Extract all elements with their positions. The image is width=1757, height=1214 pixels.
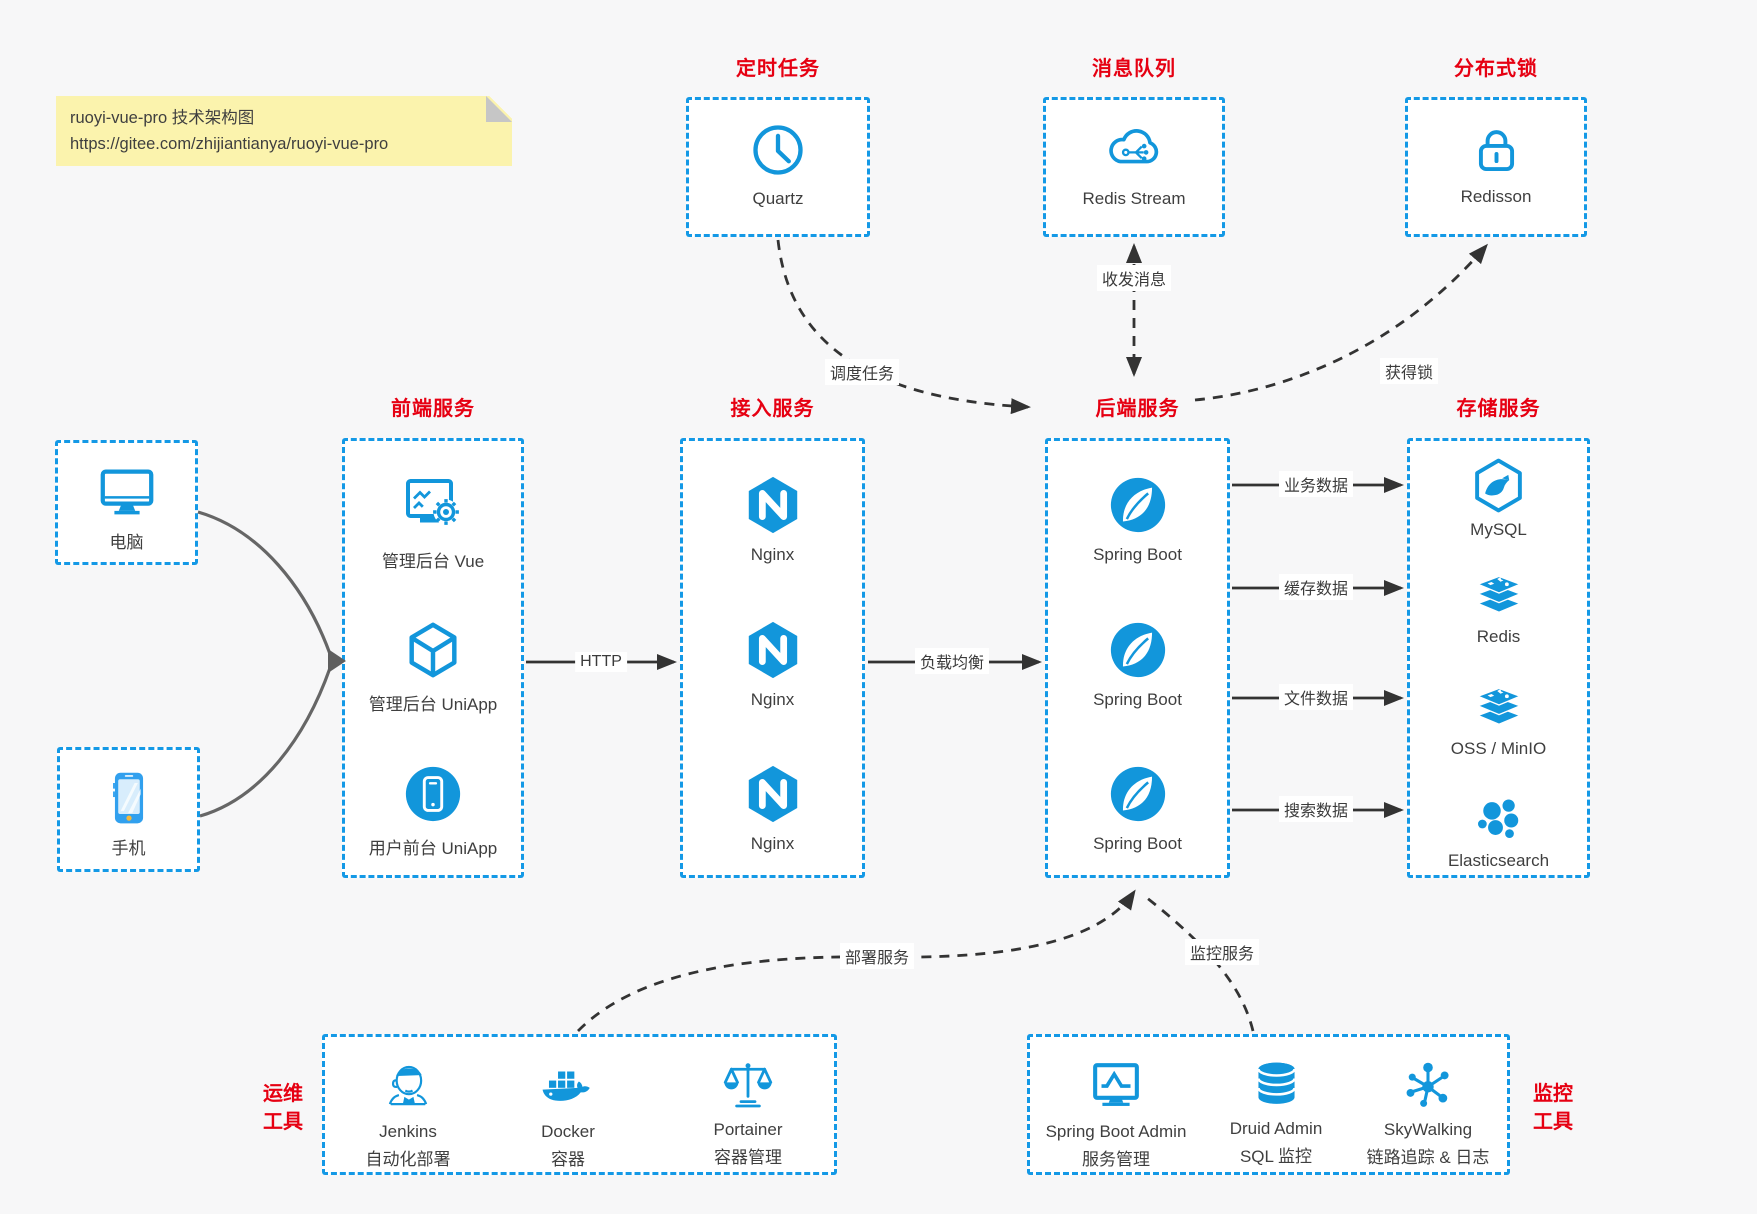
- user-uniapp-label: 用户前台 UniApp: [368, 839, 498, 858]
- portainer-desc: 容器管理: [714, 1148, 782, 1167]
- oss-minio-label: OSS / MinIO: [1450, 739, 1547, 758]
- skywalking-desc: 链路追踪 & 日志: [1366, 1148, 1490, 1167]
- mysql-icon: [1470, 457, 1527, 514]
- edge-label-file-data: 文件数据: [1278, 684, 1354, 710]
- skywalking-icon: [1400, 1057, 1456, 1113]
- spring-boot-admin-icon: [1087, 1057, 1145, 1115]
- redis-stream-label: Redis Stream: [1082, 189, 1186, 208]
- arrow-pc-to-frontend: [197, 510, 332, 655]
- note-fold-corner: [486, 96, 512, 122]
- gateway-services-box: Nginx Nginx Nginx: [680, 438, 865, 878]
- cloud-network-icon: [1103, 118, 1165, 180]
- druid-icon: [1249, 1057, 1304, 1112]
- monitoring-tools-box: Spring Boot Admin 服务管理 Druid Admin SQL 监…: [1027, 1034, 1510, 1175]
- arrow-mobile-to-frontend: [199, 667, 332, 818]
- edge-label-business-data: 业务数据: [1278, 471, 1354, 497]
- edge-label-monitor: 监控服务: [1184, 939, 1260, 965]
- ops-label-line1: 运维: [263, 1083, 303, 1105]
- group-title-scheduled-tasks: 定时任务: [736, 58, 820, 80]
- pc-client-box: 电脑: [55, 440, 198, 565]
- spring-boot-label-1: Spring Boot: [1093, 545, 1182, 564]
- redis-stream-box: Redis Stream: [1043, 97, 1225, 237]
- edge-label-acquire-lock: 获得锁: [1379, 358, 1439, 384]
- redis-label: Redis: [1476, 627, 1521, 646]
- mysql-label: MySQL: [1470, 520, 1527, 539]
- oss-minio-icon: [1471, 677, 1527, 733]
- group-title-message-queue: 消息队列: [1092, 58, 1176, 80]
- nginx-icon: [742, 619, 804, 681]
- jenkins-name: Jenkins: [379, 1122, 437, 1141]
- lock-icon: [1468, 121, 1525, 178]
- spring-icon: [1107, 619, 1169, 681]
- ops-tools-side-label: 运维 工具: [254, 1080, 312, 1136]
- nginx-label-3: Nginx: [750, 834, 795, 853]
- edge-label-load-balance: 负载均衡: [914, 648, 990, 674]
- column-title-backend: 后端服务: [1095, 398, 1180, 420]
- mobile-client-box: 手机: [57, 747, 200, 872]
- uniapp-cube-icon: [402, 619, 464, 681]
- spring-icon: [1107, 763, 1169, 825]
- frontend-services-box: 管理后台 Vue 管理后台 UniApp 用户前台 UniApp: [342, 438, 524, 878]
- redisson-label: Redisson: [1460, 187, 1532, 206]
- admin-uniapp-label: 管理后台 UniApp: [368, 695, 498, 714]
- redis-stack-icon: [1471, 565, 1527, 621]
- user-app-icon: [402, 763, 464, 825]
- column-title-frontend: 前端服务: [391, 398, 475, 420]
- clock-icon: [748, 120, 808, 180]
- ops-label-line2: 工具: [263, 1111, 303, 1133]
- note-title: ruoyi-vue-pro 技术架构图: [70, 109, 255, 127]
- edge-label-schedule: 调度任务: [824, 359, 900, 385]
- portainer-icon: [720, 1057, 776, 1113]
- docker-desc: 容器: [551, 1150, 585, 1169]
- spring-boot-label-3: Spring Boot: [1093, 834, 1182, 853]
- jenkins-icon: [379, 1057, 437, 1115]
- sticky-note: ruoyi-vue-pro 技术架构图 https://gitee.com/zh…: [56, 96, 512, 166]
- arrow-acquire-lock: [1194, 243, 1488, 402]
- elasticsearch-label: Elasticsearch: [1447, 851, 1550, 870]
- edge-label-message: 收发消息: [1096, 265, 1172, 291]
- druid-name: Druid Admin: [1229, 1119, 1323, 1138]
- nginx-label-2: Nginx: [750, 690, 795, 709]
- nginx-label-1: Nginx: [750, 545, 795, 564]
- mobile-label: 手机: [111, 839, 146, 858]
- smartphone-icon: [99, 768, 159, 828]
- monitoring-label-line2: 工具: [1533, 1111, 1573, 1133]
- column-title-gateway: 接入服务: [730, 398, 815, 420]
- docker-name: Docker: [541, 1122, 595, 1141]
- pc-label: 电脑: [109, 533, 144, 552]
- edge-label-search-data: 搜索数据: [1278, 796, 1354, 822]
- redisson-box: Redisson: [1405, 97, 1587, 237]
- elasticsearch-icon: [1471, 789, 1527, 845]
- jenkins-desc: 自动化部署: [365, 1150, 451, 1169]
- edge-label-cache-data: 缓存数据: [1278, 574, 1354, 600]
- nginx-icon: [742, 763, 804, 825]
- arrow-schedule-tasks: [776, 239, 1031, 415]
- spring-boot-admin-name: Spring Boot Admin: [1045, 1122, 1187, 1141]
- druid-desc: SQL 监控: [1239, 1147, 1313, 1166]
- edge-label-deploy: 部署服务: [839, 943, 915, 969]
- desktop-icon: [96, 461, 158, 523]
- docker-icon: [539, 1057, 597, 1115]
- quartz-label: Quartz: [752, 189, 804, 208]
- edge-label-http: HTTP: [575, 652, 627, 672]
- monitoring-label-line1: 监控: [1533, 1083, 1573, 1105]
- monitoring-tools-side-label: 监控 工具: [1524, 1080, 1582, 1136]
- note-url: https://gitee.com/zhijiantianya/ruoyi-vu…: [70, 135, 389, 153]
- column-title-storage: 存储服务: [1456, 398, 1541, 420]
- storage-services-box: MySQL Redis OSS / MinIO Elasticsearch: [1407, 438, 1590, 878]
- admin-vue-label: 管理后台 Vue: [381, 552, 485, 571]
- spring-boot-admin-desc: 服务管理: [1082, 1150, 1150, 1169]
- spring-boot-label-2: Spring Boot: [1093, 690, 1182, 709]
- spring-icon: [1107, 474, 1169, 536]
- backend-services-box: Spring Boot Spring Boot Spring Boot: [1045, 438, 1230, 878]
- admin-vue-icon: [401, 474, 465, 538]
- skywalking-name: SkyWalking: [1383, 1120, 1473, 1139]
- ops-tools-box: Jenkins 自动化部署 Docker 容器 Portainer 容器管理: [322, 1034, 837, 1175]
- portainer-name: Portainer: [713, 1120, 783, 1139]
- quartz-box: Quartz: [686, 97, 870, 237]
- group-title-distributed-lock: 分布式锁: [1454, 58, 1538, 80]
- nginx-icon: [742, 474, 804, 536]
